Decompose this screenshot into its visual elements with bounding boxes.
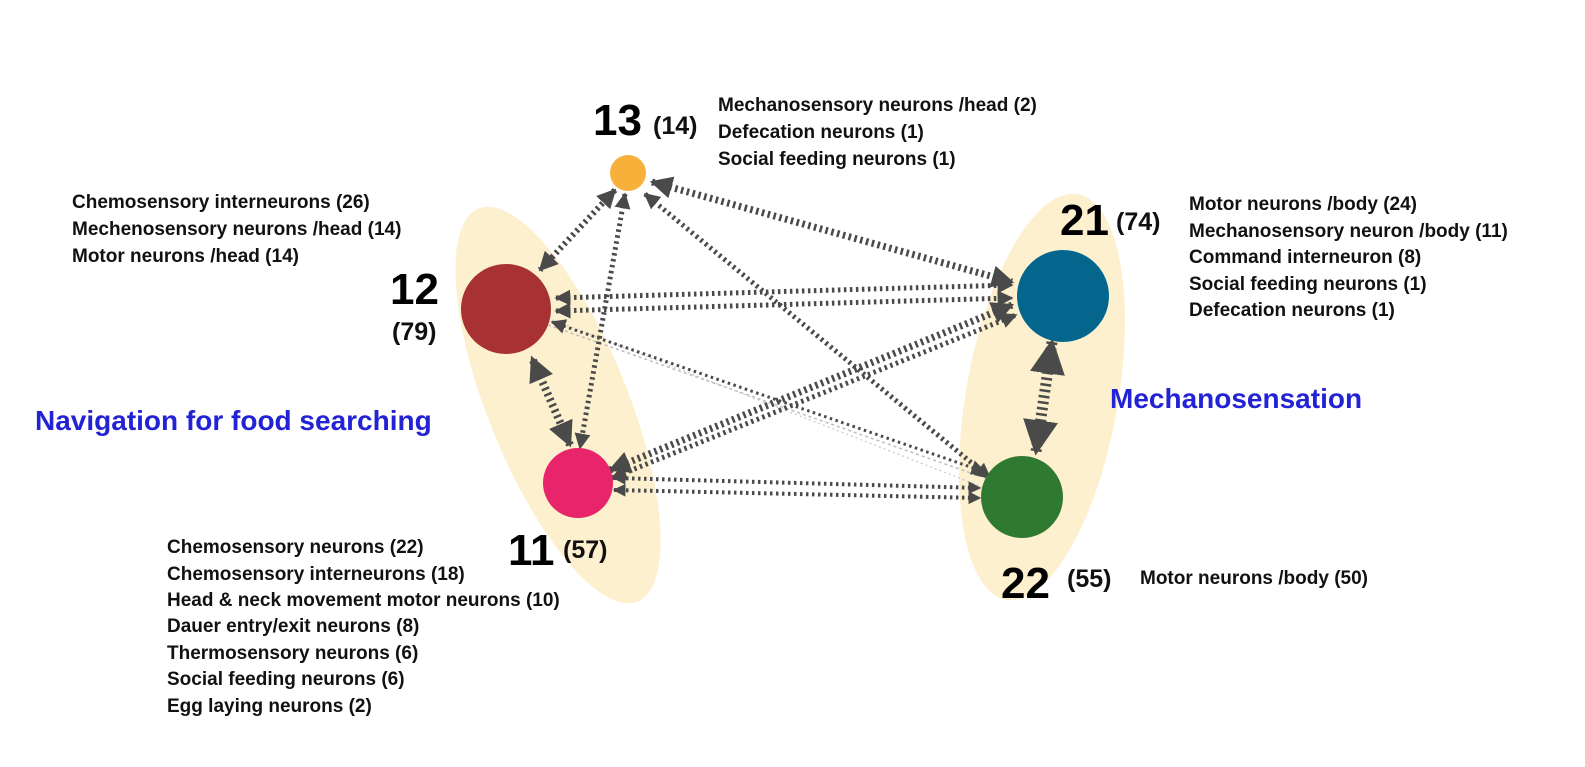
node-13-item: Social feeding neurons (1) bbox=[718, 149, 956, 170]
edge-13-21 bbox=[649, 176, 1015, 288]
group-label-mechanosensation: Mechanosensation bbox=[1110, 383, 1362, 414]
node-21-item: Social feeding neurons (1) bbox=[1189, 274, 1427, 295]
node-22-item: Motor neurons /body (50) bbox=[1140, 568, 1368, 589]
node-21-id: 21 bbox=[1060, 196, 1109, 245]
node-11-count: (57) bbox=[563, 536, 607, 564]
node-12-count: (79) bbox=[392, 318, 436, 346]
edge-13-11 bbox=[574, 192, 631, 450]
edge-21-22 bbox=[1023, 338, 1065, 456]
node-11-item: Thermosensory neurons (6) bbox=[167, 643, 418, 664]
node-13-circle bbox=[610, 155, 646, 191]
node-21-item: Command interneuron (8) bbox=[1189, 247, 1421, 268]
group-navigation-background bbox=[455, 206, 661, 604]
node-12-item: Chemosensory interneurons (26) bbox=[72, 192, 370, 213]
edge-12-21-a bbox=[554, 277, 1014, 306]
node-13-count: (14) bbox=[653, 112, 697, 140]
node-12-item: Motor neurons /head (14) bbox=[72, 246, 299, 267]
node-12-id: 12 bbox=[390, 265, 439, 314]
node-12-circle bbox=[461, 264, 551, 354]
edges bbox=[528, 176, 1065, 505]
node-21-count: (74) bbox=[1116, 208, 1160, 236]
group-label-navigation: Navigation for food searching bbox=[35, 405, 432, 436]
node-21-item: Motor neurons /body (24) bbox=[1189, 194, 1417, 215]
node-11-item: Chemosensory neurons (22) bbox=[167, 537, 424, 558]
node-21-circle bbox=[1017, 250, 1109, 342]
node-13-id: 13 bbox=[593, 96, 642, 145]
edge-11-21-b bbox=[610, 312, 1018, 481]
edge-11-22-b bbox=[612, 483, 982, 505]
node-11-item: Social feeding neurons (6) bbox=[167, 669, 405, 690]
edge-11-22-a bbox=[612, 471, 982, 495]
node-11-item: Head & neck movement motor neurons (10) bbox=[167, 590, 560, 611]
node-11-circle bbox=[543, 448, 613, 518]
node-13-item: Defecation neurons (1) bbox=[718, 122, 924, 143]
node-11-item: Chemosensory interneurons (18) bbox=[167, 564, 465, 585]
node-11-item: Egg laying neurons (2) bbox=[167, 696, 372, 717]
node-21-item: Defecation neurons (1) bbox=[1189, 300, 1395, 321]
node-13-item: Mechanosensory neurons /head (2) bbox=[718, 95, 1037, 116]
node-22-id: 22 bbox=[1001, 559, 1050, 608]
node-11-item: Dauer entry/exit neurons (8) bbox=[167, 616, 419, 637]
node-12-item: Mechenosensory neurons /head (14) bbox=[72, 219, 401, 240]
node-11-id: 11 bbox=[508, 526, 555, 575]
edge-11-12 bbox=[528, 355, 574, 448]
node-22-circle bbox=[981, 456, 1063, 538]
node-21-item: Mechanosensory neuron /body (11) bbox=[1189, 221, 1508, 242]
node-22-count: (55) bbox=[1067, 565, 1111, 593]
